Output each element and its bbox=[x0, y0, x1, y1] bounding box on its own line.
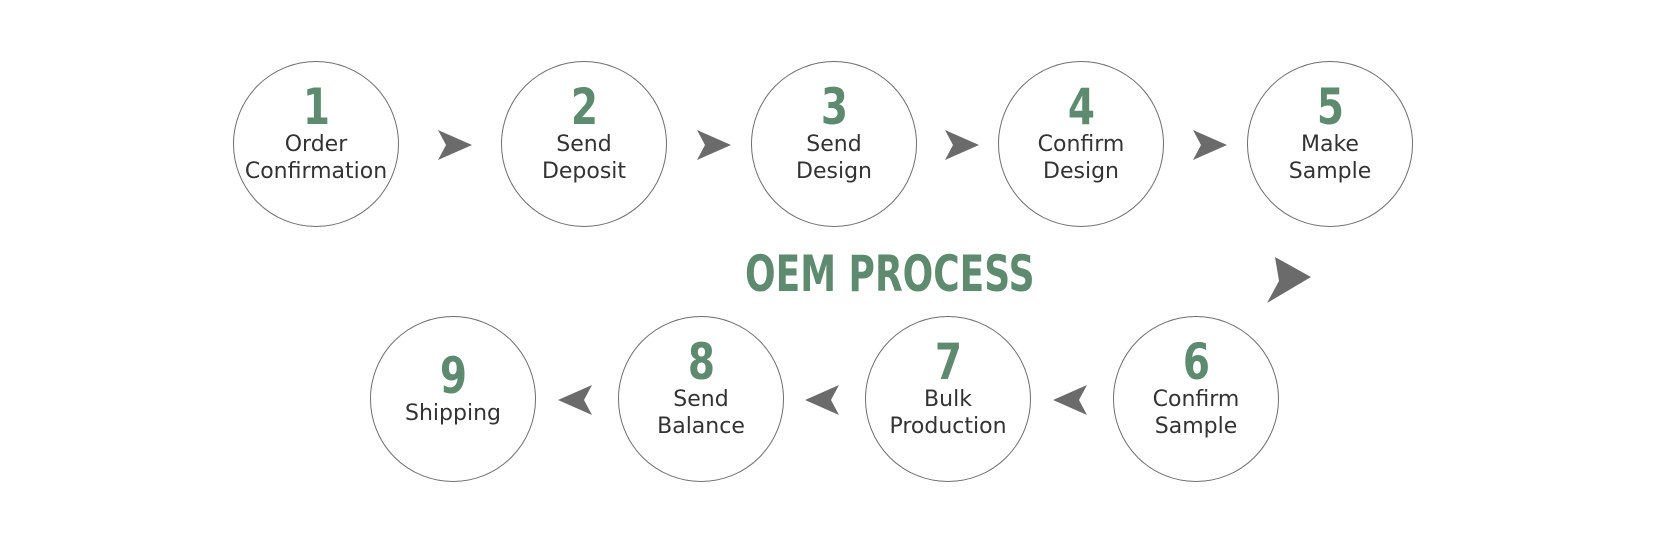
step-9: 9 Shipping bbox=[370, 316, 536, 482]
step-1: 1 Order Confirmation bbox=[233, 61, 399, 227]
step-label: Order Confirmation bbox=[233, 131, 399, 185]
step-number: 7 bbox=[934, 333, 962, 391]
step-label-line: Bulk bbox=[924, 387, 972, 412]
step-number: 5 bbox=[1316, 78, 1344, 136]
step-label-line: Send bbox=[806, 132, 862, 157]
step-number: 8 bbox=[687, 333, 715, 391]
step-label-line: Shipping bbox=[405, 400, 501, 426]
step-number: 4 bbox=[1067, 78, 1095, 136]
arrowhead-icon bbox=[1265, 253, 1313, 305]
step-label-line: Order bbox=[284, 132, 348, 157]
arrowhead-icon bbox=[1053, 384, 1089, 416]
step-label-line: Confirm bbox=[1037, 132, 1125, 157]
step-label: Send Balance bbox=[618, 386, 784, 440]
step-number: 3 bbox=[820, 78, 848, 136]
step-7: 7 Bulk Production bbox=[865, 316, 1031, 482]
step-number: 9 bbox=[439, 346, 467, 405]
arrowhead-icon bbox=[558, 384, 594, 416]
step-label: Send Deposit bbox=[501, 131, 667, 185]
page-title: OEM PROCESS bbox=[745, 245, 1035, 303]
step-label: Send Design bbox=[751, 131, 917, 185]
arrowhead-icon bbox=[1193, 129, 1229, 161]
step-number: 6 bbox=[1182, 333, 1210, 391]
step-label-line: Make bbox=[1301, 132, 1359, 157]
arrowhead-icon bbox=[438, 129, 474, 161]
step-number: 2 bbox=[570, 78, 598, 136]
step-label-line: Sample bbox=[1288, 159, 1372, 184]
step-label-line: Sample bbox=[1154, 414, 1238, 439]
step-3: 3 Send Design bbox=[751, 61, 917, 227]
step-label: Shipping bbox=[370, 400, 536, 427]
step-2: 2 Send Deposit bbox=[501, 61, 667, 227]
step-label-line: Balance bbox=[657, 414, 745, 439]
step-label: Confirm Design bbox=[998, 131, 1164, 185]
step-number: 1 bbox=[302, 78, 330, 136]
step-label: Confirm Sample bbox=[1113, 386, 1279, 440]
step-4: 4 Confirm Design bbox=[998, 61, 1164, 227]
step-8: 8 Send Balance bbox=[618, 316, 784, 482]
step-label-line: Send bbox=[556, 132, 612, 157]
arrowhead-icon bbox=[805, 384, 841, 416]
step-5: 5 Make Sample bbox=[1247, 61, 1413, 227]
step-6: 6 Confirm Sample bbox=[1113, 316, 1279, 482]
step-label-line: Deposit bbox=[541, 159, 627, 184]
arrowhead-icon bbox=[945, 129, 981, 161]
step-label-line: Confirmation bbox=[244, 159, 388, 184]
arrowhead-icon bbox=[697, 129, 733, 161]
step-label: Make Sample bbox=[1247, 131, 1413, 185]
step-label-line: Design bbox=[1043, 159, 1119, 184]
step-label-line: Send bbox=[673, 387, 729, 412]
step-label-line: Production bbox=[889, 414, 1007, 439]
step-label: Bulk Production bbox=[865, 386, 1031, 440]
step-label-line: Design bbox=[796, 159, 872, 184]
step-label-line: Confirm bbox=[1152, 387, 1240, 412]
